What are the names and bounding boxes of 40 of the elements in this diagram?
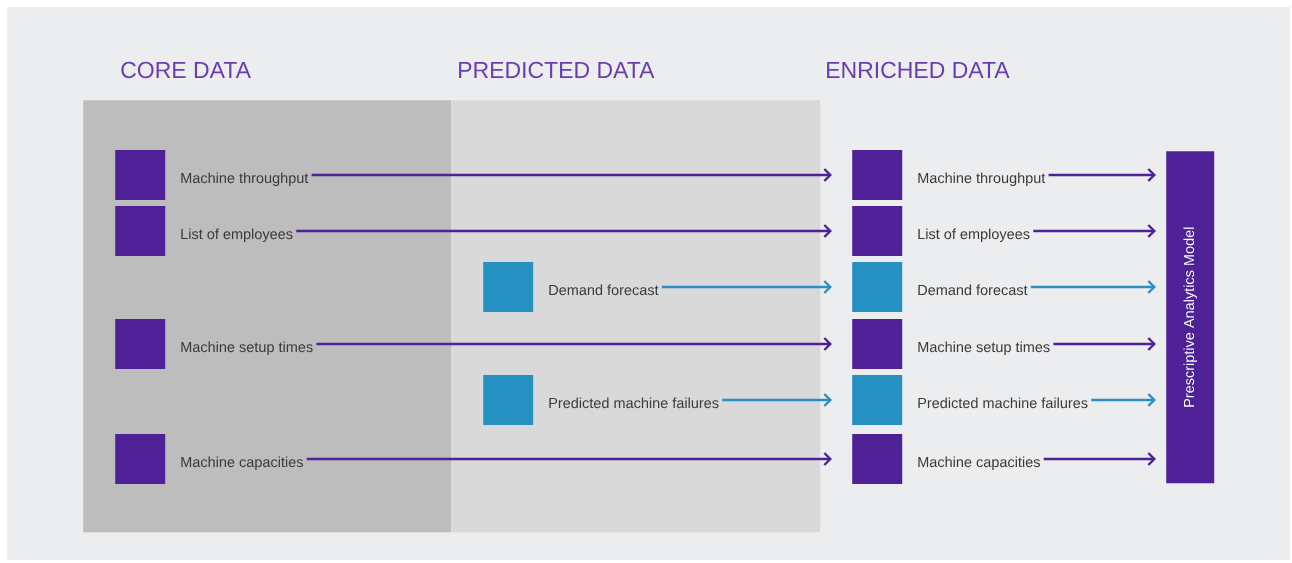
node-label: List of employees: [181, 228, 293, 243]
arrow: [311, 168, 832, 182]
arrow: [1053, 337, 1156, 351]
arrow: [1043, 452, 1156, 466]
arrow: [661, 280, 832, 294]
arrow: [722, 393, 832, 407]
node-label: Machine throughput: [918, 172, 1046, 187]
model-bar: Prescriptive Analytics Model: [1166, 151, 1215, 484]
data-item: Machine throughput: [115, 150, 309, 200]
data-item: List of employees: [115, 206, 293, 256]
data-item: Predicted machine failures: [483, 375, 719, 425]
arrow: [306, 452, 832, 466]
node-label: Demand forecast: [549, 284, 659, 296]
node-label: List of employees: [918, 228, 1030, 243]
node-label: Machine setup times: [918, 341, 1050, 356]
node-label: Predicted machine failures: [549, 397, 719, 409]
arrow: [1091, 393, 1156, 407]
node-label: Predicted machine failures: [918, 397, 1088, 409]
arrow: [1030, 280, 1156, 294]
data-item: Demand forecast: [852, 262, 1028, 312]
data-item: Machine setup times: [852, 319, 1050, 369]
data-item: Machine throughput: [852, 150, 1046, 200]
data-item: Machine setup times: [115, 319, 313, 369]
data-item: List of employees: [852, 206, 1030, 256]
arrow: [1048, 168, 1156, 182]
node-label: Machine setup times: [181, 341, 313, 356]
arrow: [296, 224, 832, 238]
panel-heading: PREDICTED DATA: [459, 61, 655, 79]
data-item: Machine capacities: [852, 434, 1040, 484]
data-item: Demand forecast: [483, 262, 659, 312]
node-label: Machine throughput: [181, 172, 309, 187]
arrow: [316, 337, 832, 351]
node-label: Machine capacities: [918, 456, 1040, 471]
data-item: Predicted machine failures: [852, 375, 1088, 425]
section-heading: ENRICHED DATA: [827, 61, 1010, 79]
node-label: Machine capacities: [181, 456, 303, 471]
data-item: Machine capacities: [115, 434, 303, 484]
arrow: [1033, 224, 1156, 238]
panel-heading: CORE DATA: [121, 61, 251, 79]
node-label: Demand forecast: [918, 284, 1028, 296]
